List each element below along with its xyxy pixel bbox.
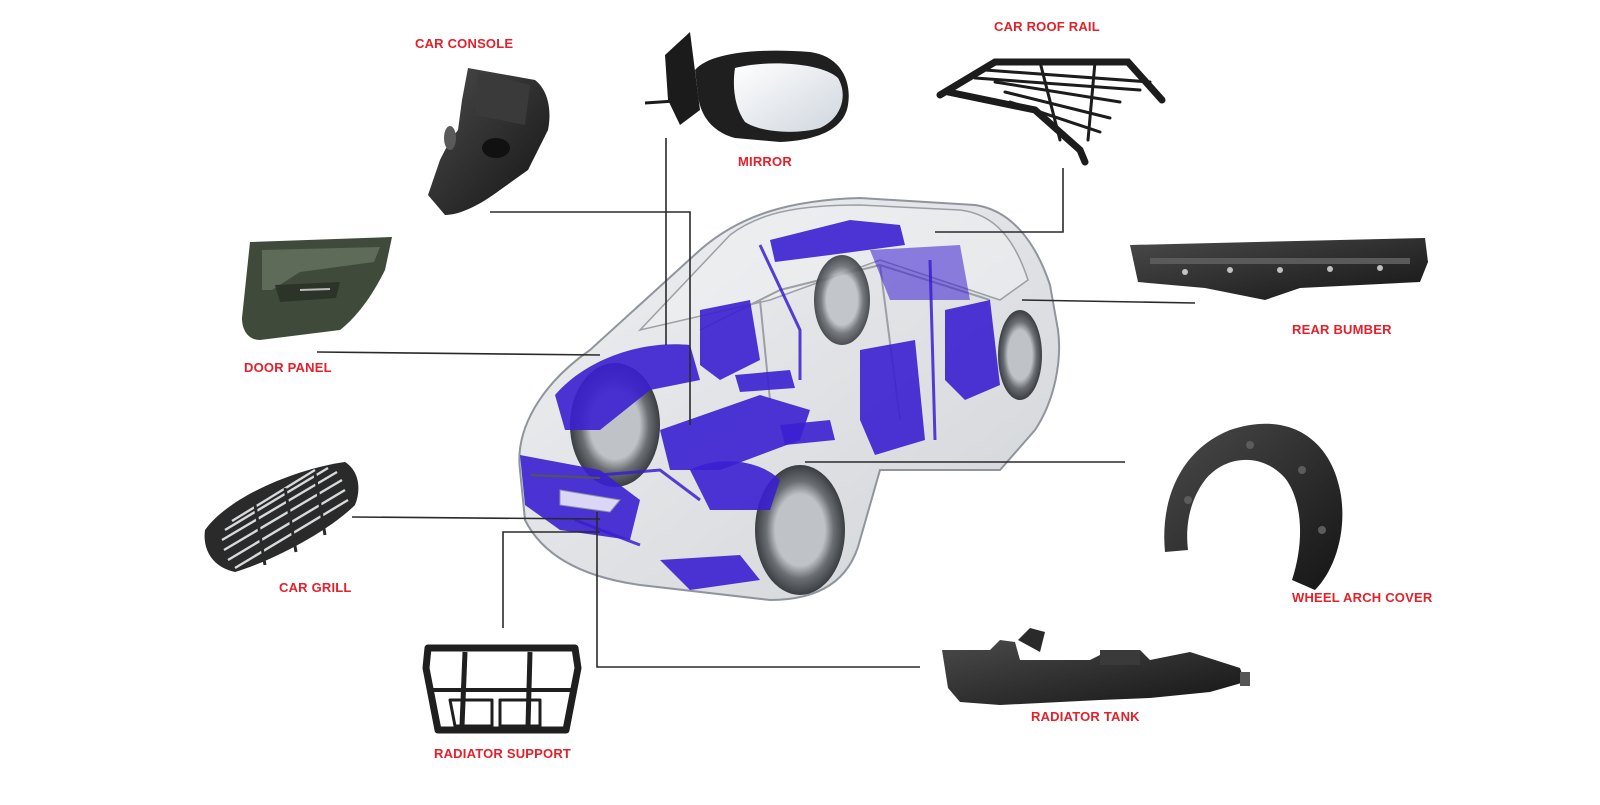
rear-bumper-icon (1130, 238, 1428, 300)
roof-rail-icon (936, 58, 1166, 166)
car-grill-icon (204, 462, 359, 572)
label-car-roof-rail: CAR ROOF RAIL (994, 19, 1100, 34)
label-radiator-tank: RADIATOR TANK (1031, 709, 1140, 724)
label-car-grill: CAR GRILL (279, 580, 352, 595)
leader-lines (316, 138, 1196, 668)
door-panel-icon (242, 237, 392, 340)
label-rear-bumber: REAR BUMBER (1292, 322, 1392, 337)
radiator-support-icon (422, 644, 582, 734)
label-door-panel: DOOR PANEL (244, 360, 332, 375)
label-mirror: MIRROR (738, 154, 792, 169)
label-wheel-arch-cover: WHEEL ARCH COVER (1292, 590, 1433, 605)
radiator-tank-icon (942, 628, 1250, 705)
car-console-icon (428, 68, 550, 215)
label-car-console: CAR CONSOLE (415, 36, 514, 51)
mirror-icon (644, 32, 849, 142)
wheel-arch-cover-icon (1164, 423, 1343, 590)
label-radiator-support: RADIATOR SUPPORT (434, 746, 572, 761)
transparent-car (518, 196, 1061, 602)
